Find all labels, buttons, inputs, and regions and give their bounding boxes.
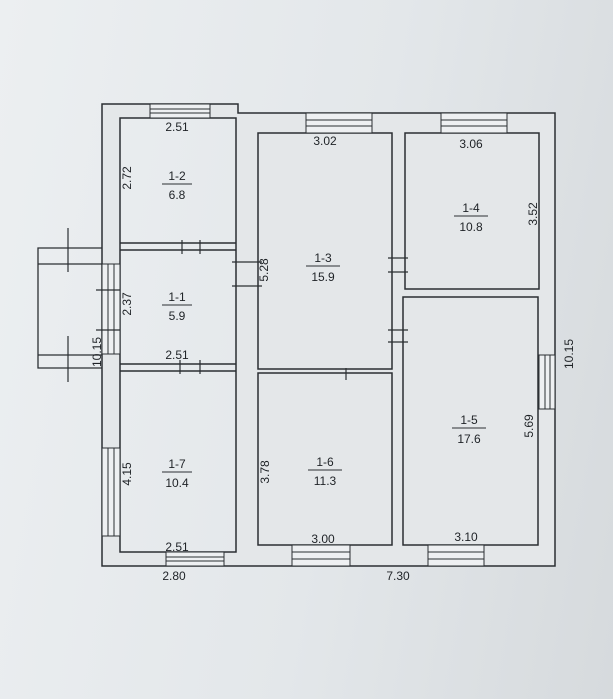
room-1-3-area: 15.9	[311, 270, 335, 284]
dim-room5-bottom: 3.10	[454, 530, 478, 544]
room-1-7-id: 1-7	[168, 457, 186, 471]
room-1-2-id: 1-2	[168, 169, 186, 183]
room-1-3-id: 1-3	[314, 251, 332, 265]
porch	[37, 247, 102, 369]
dim-room6-left: 3.78	[258, 460, 272, 484]
room-1-1-area: 5.9	[169, 309, 186, 323]
windows	[101, 103, 556, 567]
dim-room5-right: 5.69	[522, 414, 536, 438]
dim-room4-right: 3.52	[526, 202, 540, 226]
dim-room3-right: 5.28	[257, 258, 271, 282]
room-1-4-id: 1-4	[462, 201, 480, 215]
outer-wall	[102, 104, 555, 566]
room-1-7-area: 10.4	[165, 476, 189, 490]
doors	[67, 228, 408, 382]
dim-room4-top: 3.06	[459, 137, 483, 151]
room-1-6-area: 11.3	[314, 474, 337, 488]
room-1-6-id: 1-6	[316, 455, 334, 469]
room-1-5-id: 1-5	[460, 413, 478, 427]
dim-outer-right: 10.15	[562, 339, 576, 369]
room-1-4-area: 10.8	[459, 220, 483, 234]
dim-room3-top: 3.02	[313, 134, 337, 148]
dim-room6-bottom: 3.00	[311, 532, 335, 546]
dim-outer-bottom-main: 7.30	[386, 569, 410, 583]
dim-room11-left: 2.37	[120, 292, 134, 316]
room-1-1-id: 1-1	[168, 290, 186, 304]
room-1-2-area: 6.8	[169, 188, 186, 202]
dim-room12-top: 2.51	[165, 120, 189, 134]
dim-outer-left: 10.15	[90, 337, 104, 367]
dim-room12-left: 2.72	[120, 166, 134, 190]
dim-room7-bottom: 2.51	[165, 540, 189, 554]
dim-outer-bottom-left: 2.80	[162, 569, 186, 583]
room-1-5-area: 17.6	[457, 432, 481, 446]
dim-room11-bottom: 2.51	[165, 348, 189, 362]
dim-room7-left: 4.15	[120, 462, 134, 486]
